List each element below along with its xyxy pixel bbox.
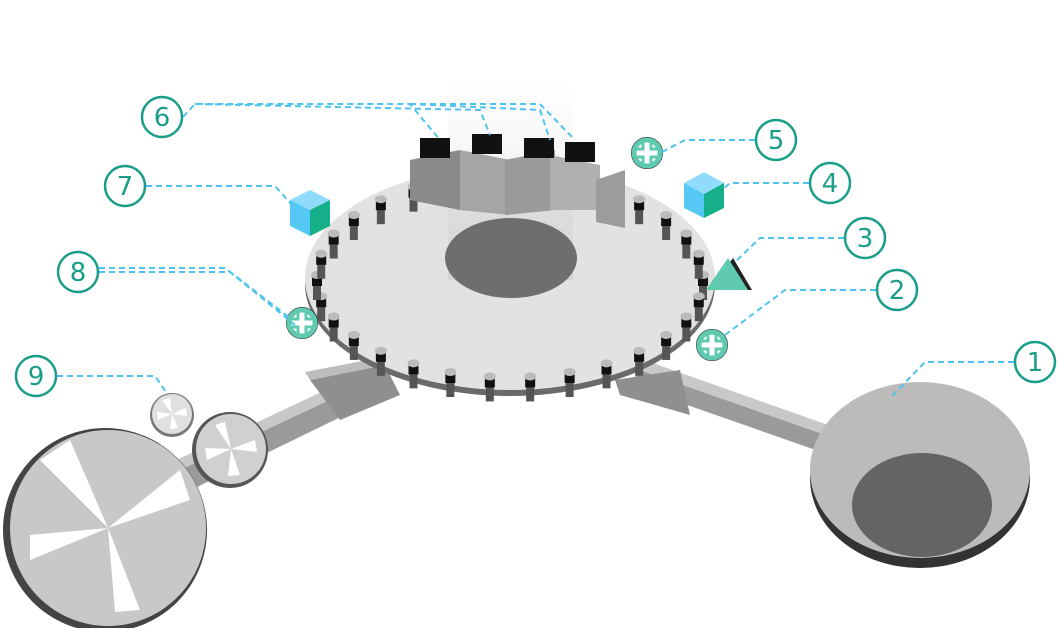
pin (327, 229, 340, 259)
callout-number: 1 (1027, 348, 1044, 378)
pin (407, 359, 420, 389)
sensor-left (286, 307, 318, 339)
pin (692, 249, 705, 279)
pin (327, 312, 340, 342)
small-reels (150, 393, 268, 488)
pin (660, 330, 673, 360)
pin (374, 195, 387, 225)
pin (633, 195, 646, 225)
pin (374, 346, 387, 376)
pin (315, 249, 328, 279)
callout-number: 8 (70, 258, 87, 288)
cube-left (290, 190, 330, 236)
right-rail (615, 362, 848, 455)
pin (347, 330, 360, 360)
pin (660, 211, 673, 241)
output-bowl (810, 382, 1030, 568)
callout-number: 4 (822, 169, 839, 199)
callout-number: 9 (28, 362, 45, 392)
callout-8: 8 (56, 250, 100, 294)
pin (633, 346, 646, 376)
callout-number: 3 (857, 224, 874, 254)
pin (563, 368, 576, 398)
pin (524, 372, 537, 402)
callout-3: 3 (843, 216, 887, 260)
pin (444, 368, 457, 398)
pin (347, 211, 360, 241)
callout-1: 1 (1013, 340, 1057, 384)
callout-7: 7 (103, 164, 147, 208)
pin (483, 372, 496, 402)
callout-4: 4 (808, 161, 852, 205)
callout-2: 2 (875, 268, 919, 312)
callout-5: 5 (754, 118, 798, 162)
callout-number: 7 (117, 172, 134, 202)
large-reel (3, 428, 207, 628)
sensor-top-right (631, 137, 663, 169)
rotary-table (305, 80, 715, 402)
callout-number: 6 (154, 103, 171, 133)
triangle-marker (706, 258, 752, 290)
pin (692, 292, 705, 322)
pin (680, 312, 693, 342)
cube-right (684, 172, 724, 218)
callout-9: 9 (14, 354, 58, 398)
callout-number: 5 (768, 126, 785, 156)
callout-6: 6 (140, 95, 184, 139)
pin (680, 229, 693, 259)
sensor-right-lower (696, 329, 728, 361)
callout-number: 2 (889, 276, 906, 306)
stations (410, 134, 625, 228)
pin (600, 359, 613, 389)
